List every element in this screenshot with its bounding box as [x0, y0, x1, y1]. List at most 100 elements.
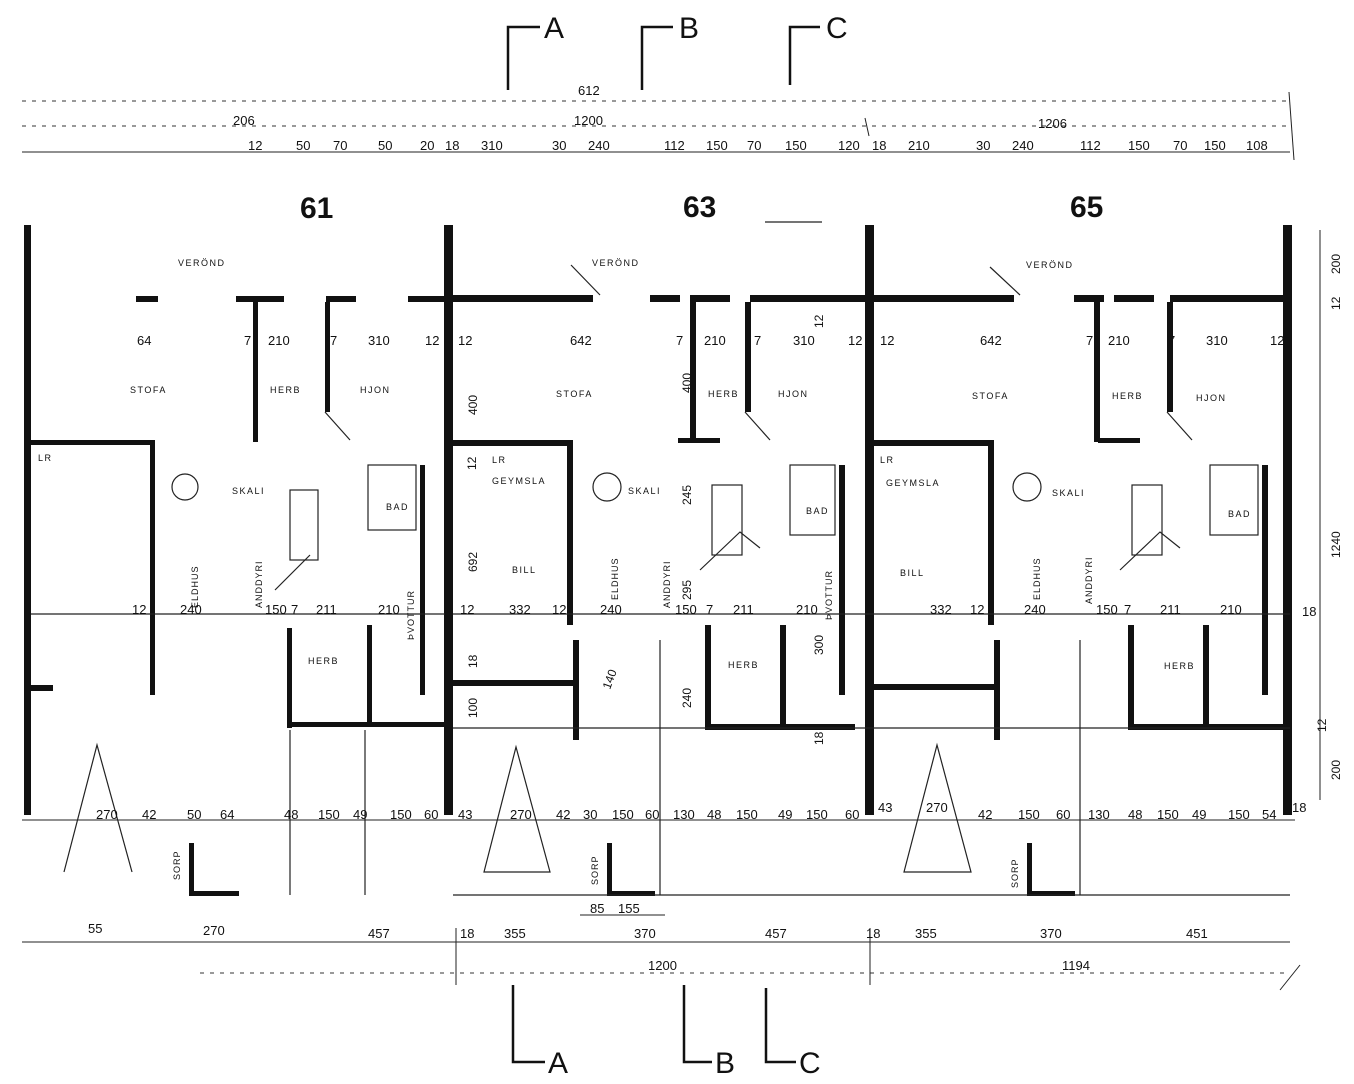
dim-1200-top: 1200	[574, 113, 603, 128]
dim-top-r3: 150	[1128, 138, 1150, 153]
room-hjon: HJON	[778, 389, 809, 399]
dim-top-r3: 12	[248, 138, 262, 153]
section-marker-c-bottom: C	[799, 1047, 821, 1080]
dim-bottom-r1: 270	[926, 800, 948, 815]
room-dim: 240	[600, 602, 622, 617]
dim-bottom-r1: 50	[187, 807, 201, 822]
room-dim: 7	[291, 602, 298, 617]
room-herb: HERB	[1112, 391, 1143, 401]
room-dim-vertical: 140	[600, 667, 620, 691]
room-thvottur: ÞVOTTUR	[406, 590, 416, 640]
dim-bottom-r2: 155	[618, 901, 640, 916]
room-dim: 210	[796, 602, 818, 617]
unit-number-65: 65	[1070, 191, 1103, 224]
room-dim: 12	[880, 333, 894, 348]
dim-bottom-r1: 30	[583, 807, 597, 822]
dim-bottom-r3: 370	[1040, 926, 1062, 941]
room-dim: 7	[706, 602, 713, 617]
room-sorp: SORP	[590, 855, 600, 885]
room-dim: 211	[1160, 602, 1181, 617]
room-dim: 332	[509, 602, 531, 617]
dim-bottom-r3: 457	[368, 926, 390, 941]
room-lr: LR	[492, 455, 507, 465]
dim-bottom-r1: 60	[1056, 807, 1070, 822]
room-dim: 12	[132, 602, 146, 617]
dim-bottom-r3: 370	[634, 926, 656, 941]
room-skali: SKALI	[628, 486, 661, 496]
dim-top-r3: 210	[908, 138, 930, 153]
dim-top-r3: 70	[333, 138, 347, 153]
dim-right: 12	[1315, 718, 1329, 732]
dim-bottom-r1: 18	[1292, 800, 1306, 815]
dim-bottom-r1: 43	[878, 800, 892, 815]
room-dim: 210	[704, 333, 726, 348]
section-marker-a-top: A	[544, 12, 564, 45]
room-dim: 210	[268, 333, 290, 348]
unit-number-61: 61	[300, 192, 333, 225]
dim-top-r3: 150	[1204, 138, 1226, 153]
room-herb: HERB	[270, 385, 301, 395]
room-dim: 150	[1096, 602, 1118, 617]
bottom-dimensions: 270 42 50 64 48 150 49 150 60 43 270 42 …	[22, 800, 1306, 991]
dim-bottom-r1: 130	[673, 807, 695, 822]
dim-top-r3: 112	[1080, 138, 1101, 153]
room-dim-vertical: 240	[680, 688, 694, 708]
section-markers-top: A B C	[506, 12, 848, 90]
dim-right: 12	[1329, 296, 1343, 310]
room-dim: 7	[676, 333, 683, 348]
right-dimensions: 200 12 1240 18 12 200	[1302, 230, 1343, 800]
dim-bottom-r1: 48	[707, 807, 721, 822]
dim-bottom-r1: 64	[220, 807, 234, 822]
unit-63-rooms: VERÖND STOFA HERB HJON LR GEYMSLA BILL S…	[458, 258, 862, 885]
dim-bottom-r1: 270	[510, 807, 532, 822]
room-dim-vertical: 400	[466, 395, 480, 415]
room-bill: BILL	[512, 565, 537, 575]
dim-top-r3: 240	[588, 138, 610, 153]
room-verond: VERÖND	[592, 258, 640, 268]
room-eldhus: ELDHUS	[610, 557, 620, 600]
dim-top-r3: 18	[872, 138, 886, 153]
room-dim-vertical: 245	[680, 485, 694, 505]
dim-top-r3: 310	[481, 138, 503, 153]
room-anddyri: ANDDYRI	[662, 560, 672, 608]
room-dim: 64	[137, 333, 151, 348]
room-dim: 7	[244, 333, 251, 348]
room-hjon: HJON	[1196, 393, 1227, 403]
room-dim: 150	[265, 602, 287, 617]
room-dim: 210	[378, 602, 400, 617]
dim-bottom-r1: 48	[1128, 807, 1142, 822]
dim-top-r3: 50	[296, 138, 310, 153]
dim-bottom-r1: 60	[424, 807, 438, 822]
section-markers-bottom: A B C	[511, 985, 821, 1080]
room-bad: BAD	[386, 502, 409, 512]
room-dim: 7	[330, 333, 337, 348]
dim-right: 200	[1329, 254, 1343, 274]
dim-bottom-r4: 1194	[1062, 958, 1090, 973]
dim-right: 18	[1302, 604, 1316, 619]
room-herb: HERB	[708, 389, 739, 399]
dim-top-r3: 70	[1173, 138, 1187, 153]
room-skali: SKALI	[1052, 488, 1085, 498]
room-dim: 310	[368, 333, 390, 348]
dim-bottom-r3: 457	[765, 926, 787, 941]
dim-bottom-r1: 49	[778, 807, 792, 822]
dim-bottom-r1: 130	[1088, 807, 1110, 822]
room-dim: 211	[316, 602, 337, 617]
room-dim: 310	[1206, 333, 1228, 348]
room-verond: VERÖND	[178, 258, 226, 268]
dim-bottom-r1: 150	[806, 807, 828, 822]
dim-top-r3: 120	[838, 138, 860, 153]
room-dim: 642	[570, 333, 592, 348]
dim-bottom-r3: 55	[88, 921, 102, 936]
dim-206: 206	[233, 113, 255, 128]
room-dim: 150	[675, 602, 697, 617]
dim-bottom-r1: 42	[556, 807, 570, 822]
room-bill: BILL	[900, 568, 925, 578]
section-marker-c-top: C	[826, 12, 848, 45]
room-dim-vertical: 18	[812, 731, 826, 745]
dim-top-r3: 30	[976, 138, 990, 153]
room-bad: BAD	[1228, 509, 1251, 519]
dim-bottom-r1: 43	[458, 807, 472, 822]
section-marker-a-bottom: A	[548, 1047, 568, 1080]
